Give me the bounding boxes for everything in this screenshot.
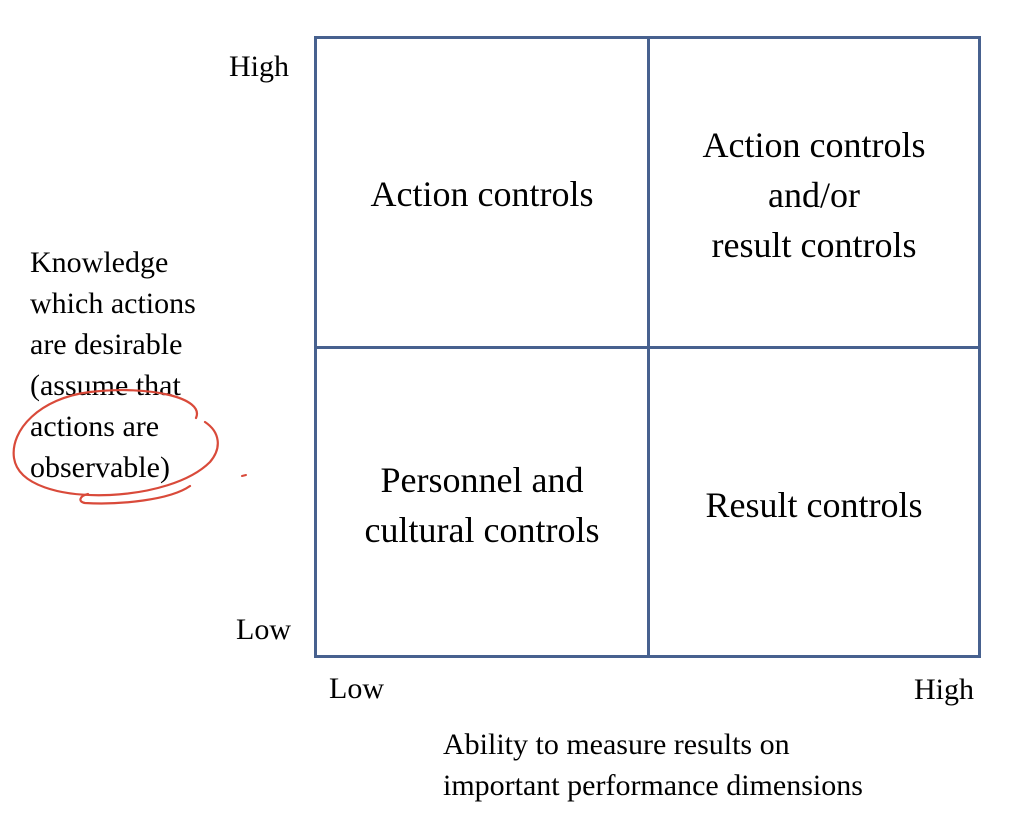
cell-bottom-right: Result controls [705, 485, 923, 525]
x-axis-low-label: Low [329, 672, 384, 705]
x-axis-title: Ability to measure results on important … [443, 728, 863, 802]
y-axis-low-label: Low [236, 613, 291, 646]
matrix-horizontal-divider [314, 346, 981, 349]
y-axis-high-label: High [229, 50, 289, 83]
x-axis-high-label: High [914, 673, 974, 706]
cell-bottom-left: Personnel and cultural controls [364, 460, 600, 550]
y-axis-title: Knowledge which actions are desirable (a… [30, 246, 196, 484]
cell-top-right: Action controls and/or result controls [702, 125, 926, 265]
cell-top-left: Action controls [370, 174, 594, 214]
